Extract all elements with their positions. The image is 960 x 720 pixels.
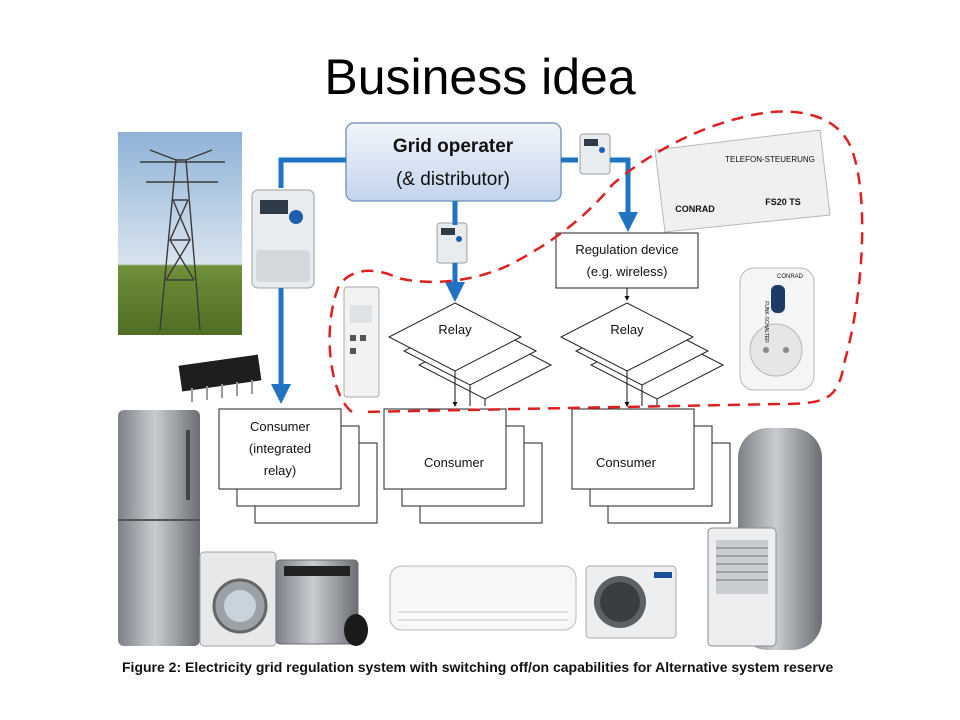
grid-operator-title: Grid operater <box>393 136 514 157</box>
electricity-meter-center-icon <box>436 222 468 264</box>
washing-machine-image <box>199 551 277 647</box>
grid-operator-box: Grid operater (& distributor) <box>345 122 562 202</box>
electricity-meter-top-icon <box>579 133 611 175</box>
consumer-integrated-stack <box>218 408 378 524</box>
relay-right-label: Relay <box>610 322 644 337</box>
relay-left-connectors <box>452 371 486 407</box>
wireless-socket-icon: CONRAD FUNK-SCHALTER <box>739 267 815 391</box>
consumer-middle-stack <box>383 408 543 524</box>
relay-right-connectors <box>624 371 658 407</box>
wireless-control-unit-icon: TELEFON-STEUERUNG FS20 TS CONRAD <box>654 129 831 233</box>
consumer-right-stack <box>571 408 731 524</box>
consumer-middle-label: Consumer <box>424 455 485 470</box>
air-conditioner-outdoor-image <box>585 565 677 639</box>
remote-model-text: FS20 TS <box>765 197 801 207</box>
socket-brand-text: CONRAD <box>777 274 804 280</box>
grid-operator-subtitle: (& distributor) <box>396 169 510 190</box>
remote-title-text: TELEFON-STEUERUNG <box>725 155 815 164</box>
pcb-relay-icon <box>178 354 262 402</box>
din-rail-relay-icon <box>343 286 380 398</box>
air-conditioner-indoor-image <box>389 565 577 631</box>
transmission-tower-image <box>118 132 242 335</box>
consumer-integrated-line3: relay) <box>264 463 297 478</box>
regulation-device-box: Regulation device (e.g. wireless) <box>555 232 699 289</box>
regulation-device-title: Regulation device <box>575 242 678 257</box>
consumer-right-label: Consumer <box>596 455 657 470</box>
regulation-zone-boundary <box>328 110 864 414</box>
relay-stack-right <box>559 302 725 400</box>
relay-stack-left <box>387 302 553 400</box>
distribution-arrows <box>271 157 638 404</box>
consumer-integrated-line2: (integrated <box>249 441 311 456</box>
remote-brand-text: CONRAD <box>675 204 715 214</box>
electricity-meter-left-icon <box>251 189 315 289</box>
slide-title: Business idea <box>324 49 636 105</box>
refrigerator-image <box>118 410 200 646</box>
relay-left-label: Relay <box>438 322 472 337</box>
socket-text: FUNK-SCHALTER <box>763 301 769 343</box>
water-heater-image <box>707 428 822 650</box>
regulation-device-subtitle: (e.g. wireless) <box>587 264 668 279</box>
dishwasher-image <box>275 559 368 646</box>
consumer-integrated-line1: Consumer <box>250 419 311 434</box>
figure-caption: Figure 2: Electricity grid regulation sy… <box>122 659 834 675</box>
